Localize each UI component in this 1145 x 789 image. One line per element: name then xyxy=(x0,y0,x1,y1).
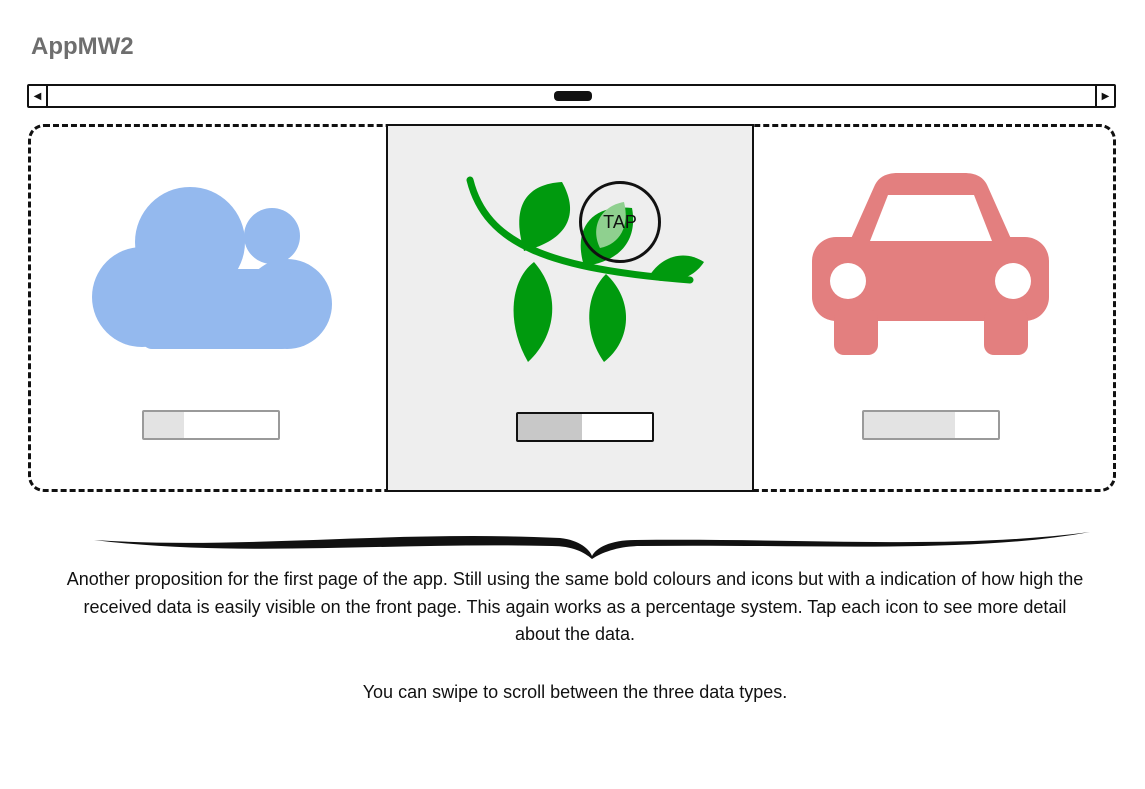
scroll-thumb[interactable] xyxy=(554,91,592,101)
highlight-leaf-icon xyxy=(596,202,626,248)
car-icon[interactable] xyxy=(808,169,1053,359)
horizontal-scrollbar[interactable]: ◀ ▶ xyxy=(27,84,1116,108)
nature-card[interactable]: TAP xyxy=(386,124,754,492)
brace-annotation xyxy=(94,532,1090,559)
nature-level-fill xyxy=(518,414,583,440)
description-text: Another proposition for the first page o… xyxy=(66,569,1084,644)
weather-card[interactable] xyxy=(60,124,380,492)
swipe-note: You can swipe to scroll between the thre… xyxy=(362,682,788,702)
scroll-right-icon[interactable]: ▶ xyxy=(1095,86,1114,106)
nature-level-bar xyxy=(516,412,654,442)
traffic-card[interactable] xyxy=(770,124,1090,492)
scroll-left-icon[interactable]: ◀ xyxy=(29,86,48,106)
cloud-icon[interactable] xyxy=(92,174,337,359)
traffic-level-bar xyxy=(862,410,1000,440)
traffic-level-fill xyxy=(864,412,956,438)
tap-label: TAP xyxy=(603,211,637,232)
weather-level-bar xyxy=(142,410,280,440)
weather-level-fill xyxy=(144,412,185,438)
app-title: AppMW2 xyxy=(31,33,134,60)
tap-hint: TAP xyxy=(579,181,661,263)
